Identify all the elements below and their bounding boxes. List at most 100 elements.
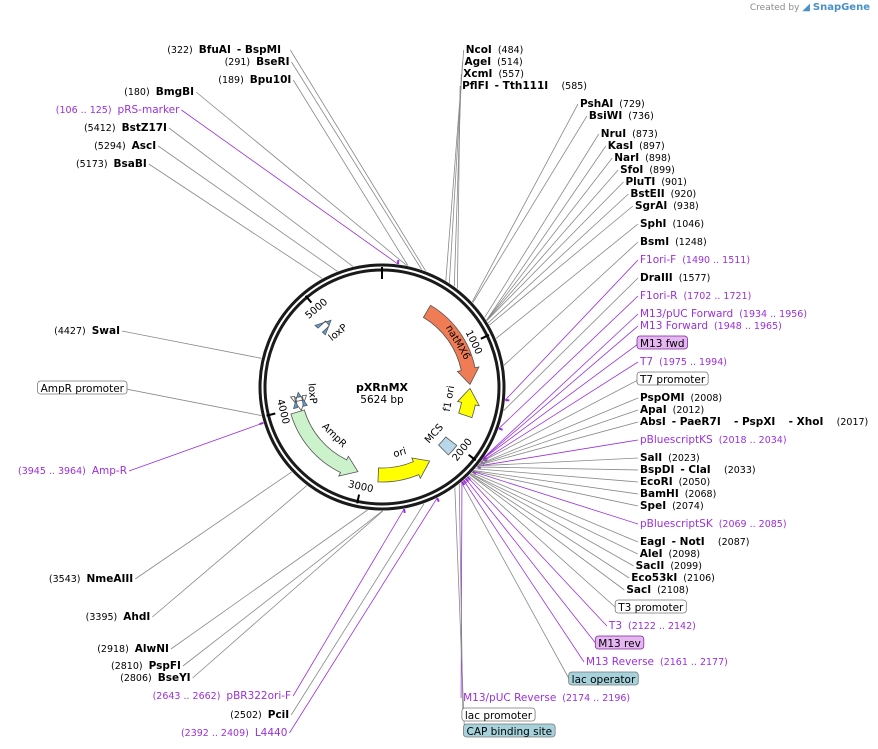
site-label[interactable]: PluTI(901)	[625, 176, 686, 188]
feature-label: ori	[392, 446, 407, 460]
site-label[interactable]: T7(1975 .. 1994)	[639, 356, 727, 368]
site-label[interactable]: F1ori-F(1490 .. 1511)	[640, 254, 750, 266]
site-label[interactable]: PspOMI(2008)	[640, 392, 722, 404]
site-label[interactable]: (5294)AscI	[94, 140, 156, 152]
site-label[interactable]: (322)BfuAI - BspMI	[167, 44, 281, 56]
site-label[interactable]: KasI(897)	[608, 140, 665, 152]
site-label[interactable]: T3 promoter	[614, 599, 687, 614]
label-text: (2068)	[685, 489, 717, 500]
site-label[interactable]: (5412)BstZ17I	[84, 122, 167, 134]
feature-loxp[interactable]	[314, 319, 332, 336]
site-label[interactable]: (2810)PspFI	[111, 660, 181, 672]
site-label[interactable]: (2643 .. 2662)pBR322ori-F	[153, 690, 292, 702]
site-label[interactable]: (2918)AlwNI	[97, 643, 169, 655]
site-label[interactable]: SgrAI(938)	[635, 200, 699, 212]
site-label[interactable]: BsiWI(736)	[589, 110, 654, 122]
leader-line	[181, 109, 399, 265]
site-label[interactable]: PflFI - Tth111I(585)	[462, 80, 587, 92]
site-label[interactable]: NcoI(484)	[466, 44, 524, 56]
site-label[interactable]: SacII(2099)	[636, 560, 702, 572]
site-label[interactable]: T7 promoter	[636, 371, 709, 386]
site-label[interactable]: (4427)SwaI	[54, 325, 120, 337]
site-label[interactable]: pBluescriptKS(2018 .. 2034)	[640, 434, 787, 446]
site-label[interactable]: EcoRI(2050)	[640, 476, 710, 488]
site-label[interactable]: M13 Forward(1948 .. 1965)	[640, 320, 782, 332]
site-label[interactable]: XcmI(557)	[463, 68, 524, 80]
label-text: PflFI	[462, 80, 489, 92]
site-label[interactable]: M13 fwd	[636, 335, 688, 350]
site-label[interactable]: SpeI(2074)	[640, 500, 704, 512]
site-label[interactable]: NarI(898)	[614, 152, 671, 164]
leader-line	[482, 343, 639, 460]
site-label[interactable]: (180)BmgBI	[124, 86, 194, 98]
feature-mcs[interactable]	[438, 436, 458, 456]
label-text: (1948 .. 1965)	[714, 321, 782, 332]
site-label[interactable]: ApaI(2012)	[640, 404, 704, 416]
leader-line	[489, 205, 634, 326]
site-label[interactable]: lac promoter	[461, 707, 536, 722]
site-label[interactable]: CAP binding site	[463, 723, 556, 738]
label-text: pBluescriptSK	[640, 518, 714, 530]
label-text: (1490 .. 1511)	[682, 255, 750, 266]
site-label[interactable]: (3543)NmeAIII	[49, 573, 133, 585]
label-text: (2174 .. 2196)	[562, 693, 630, 704]
site-label[interactable]: PshAI(729)	[580, 98, 645, 110]
site-label[interactable]: (106 .. 125)pRS-marker	[56, 104, 180, 116]
site-label[interactable]: (189)Bpu10I	[218, 74, 291, 86]
feature-loxp[interactable]	[293, 391, 308, 410]
site-label[interactable]: Eco53kI(2106)	[631, 572, 715, 584]
site-label[interactable]: SalI(2023)	[640, 452, 700, 464]
site-label[interactable]: BamHI(2068)	[640, 488, 716, 500]
site-label[interactable]: T3(2122 .. 2142)	[608, 620, 696, 632]
leader-line	[469, 474, 625, 591]
site-label[interactable]: lac operator	[568, 671, 639, 686]
site-label[interactable]: (2392 .. 2409)L4440	[181, 727, 287, 739]
site-label[interactable]: F1ori-R(1702 .. 1721)	[640, 290, 751, 302]
site-label[interactable]: M13/pUC Forward(1934 .. 1956)	[640, 308, 807, 320]
label-text: T7 promoter	[639, 374, 706, 386]
site-label[interactable]: pBluescriptSK(2069 .. 2085)	[640, 518, 787, 530]
feature-natmx6[interactable]	[422, 304, 480, 386]
site-label[interactable]: SacI(2108)	[626, 584, 688, 596]
label-box	[636, 335, 688, 350]
site-label[interactable]: BspDI - ClaI(2033)	[640, 464, 756, 476]
label-box	[636, 371, 709, 386]
primer-mark	[396, 259, 400, 265]
leader-line	[121, 330, 262, 359]
snapgene-credit[interactable]: Created by ◢ SnapGene	[750, 2, 870, 13]
label-text: (2074)	[672, 501, 704, 512]
leader-line	[454, 487, 465, 733]
site-label[interactable]: AbsI - PaeR7I - PspXI - XhoI(2017)	[640, 416, 868, 428]
site-label[interactable]: M13/pUC Reverse(2174 .. 2196)	[463, 692, 630, 704]
label-text: L4440	[255, 727, 288, 739]
leader-line	[478, 409, 639, 466]
label-text: BspDI	[640, 464, 674, 476]
site-label[interactable]: (2806)BseYI	[120, 672, 190, 684]
scale-tick-label: 3000	[347, 479, 374, 495]
site-label[interactable]: (2502)PciI	[230, 709, 289, 721]
site-label[interactable]: EagI - NotI(2087)	[640, 536, 750, 548]
site-label[interactable]: BstEII(920)	[630, 188, 696, 200]
site-label[interactable]: (3945 .. 3964)Amp-R	[18, 465, 127, 477]
feature-f1-ori[interactable]	[456, 387, 480, 419]
site-label[interactable]: (5173)BsaBI	[76, 158, 147, 170]
site-label[interactable]: M13 Reverse(2161 .. 2177)	[586, 656, 728, 668]
feature-ampr[interactable]	[290, 409, 359, 477]
leader-line	[495, 223, 639, 339]
site-label[interactable]: (291)BseRI	[225, 56, 290, 68]
site-label[interactable]: AgeI(514)	[465, 56, 523, 68]
site-label[interactable]: SphI(1046)	[640, 218, 704, 230]
feature-ori[interactable]	[377, 457, 431, 483]
site-label[interactable]: AmpR promoter	[37, 380, 128, 395]
site-label[interactable]: (3395)AhdI	[86, 611, 151, 623]
site-label[interactable]: SfoI(899)	[620, 164, 675, 176]
site-label[interactable]: BsmI(1248)	[640, 236, 707, 248]
site-label[interactable]: AleI(2098)	[640, 548, 700, 560]
label-text: SacI	[626, 584, 651, 596]
label-text: pBR322ori-F	[226, 690, 291, 702]
label-text: - ClaI	[680, 464, 710, 476]
site-label[interactable]: DraIII(1577)	[640, 272, 710, 284]
site-label[interactable]: M13 rev	[594, 635, 645, 650]
site-label[interactable]: NruI(873)	[601, 128, 658, 140]
label-text: Amp-R	[92, 465, 127, 477]
